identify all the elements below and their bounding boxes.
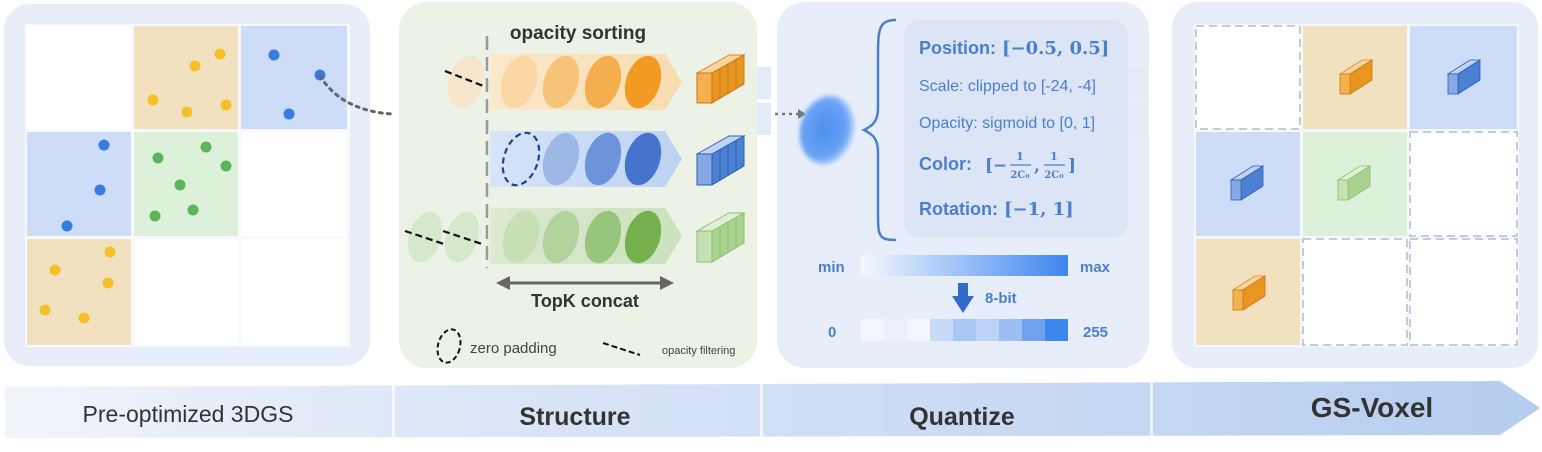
topk-concat-label: TopK concat (531, 291, 639, 311)
gaussian-points-green (149, 141, 232, 222)
voxel-icon-yellow-2 (1231, 275, 1267, 311)
panel-quantize: Position:[−0.5, 0.5] Scale: clipped to [… (775, 2, 1149, 368)
voxel-block-green (695, 212, 746, 263)
label-structure: Structure (519, 403, 630, 431)
continuous-gradient-bar (861, 255, 1068, 276)
voxel-icon-green (1336, 165, 1372, 201)
panel-structure: opacity sorting (399, 2, 757, 368)
legend-opacity-filtering: opacity filtering (662, 345, 735, 357)
svg-text:Color:: Color: (919, 154, 972, 174)
opacity-filtering-icon (602, 342, 641, 356)
label-gs-voxel: GS-Voxel (1311, 392, 1433, 423)
pipeline-arrow (5, 381, 1540, 438)
panel-pre-optimized (4, 4, 394, 366)
gradient-high-label: 255 (1083, 324, 1108, 341)
voxel-block-blue (695, 135, 746, 186)
svg-text:2C₀: 2C₀ (1010, 170, 1030, 181)
gaussian-points-yellow (39, 48, 232, 324)
svg-text:1: 1 (1016, 150, 1024, 163)
attr-opacity: Opacity: sigmoid to [0, 1] (919, 115, 1095, 132)
svg-text:2C₀: 2C₀ (1044, 170, 1064, 181)
attr-rotation: Rotation:[−1, 1] (919, 199, 1074, 220)
gaussian-points-blue (61, 49, 326, 232)
bit-depth-label: 8-bit (985, 290, 1017, 307)
gradient-low-label: 0 (828, 324, 836, 341)
svg-text:[−: [− (985, 156, 1007, 176)
attr-color: Color: [− 1 2C₀ , 1 2C₀ ] (919, 150, 1076, 181)
discrete-gradient-bar (861, 319, 1068, 341)
gaussian-blob-icon (799, 95, 855, 165)
gradient-max-label: max (1080, 259, 1111, 276)
voxel-icon-blue (1446, 59, 1482, 95)
svg-text:,: , (1034, 156, 1040, 176)
attr-position: Position:[−0.5, 0.5] (919, 38, 1109, 59)
label-pre-optimized: Pre-optimized 3DGS (83, 401, 294, 427)
opacity-sorted-gaussians-green (502, 210, 662, 264)
structure-title: opacity sorting (510, 23, 646, 44)
opacity-sorted-gaussians-blue (501, 131, 662, 187)
down-arrow-icon (952, 283, 974, 313)
label-quantize: Quantize (909, 403, 1015, 431)
zero-padding-icon (436, 328, 462, 364)
legend-zero-padding: zero padding (470, 340, 557, 357)
voxel-icon-yellow (1338, 59, 1374, 95)
gradient-min-label: min (818, 259, 845, 276)
topk-concat-arrow (496, 276, 674, 290)
svg-text:]: ] (1068, 156, 1076, 176)
panel-gs-voxel (1172, 2, 1538, 368)
voxel-block-yellow (695, 54, 746, 104)
opacity-sorted-gaussians-yellow (500, 55, 662, 109)
voxel-icon-blue-2 (1229, 165, 1265, 201)
attr-scale: Scale: clipped to [-24, -4] (919, 78, 1096, 95)
svg-text:1: 1 (1050, 150, 1058, 163)
